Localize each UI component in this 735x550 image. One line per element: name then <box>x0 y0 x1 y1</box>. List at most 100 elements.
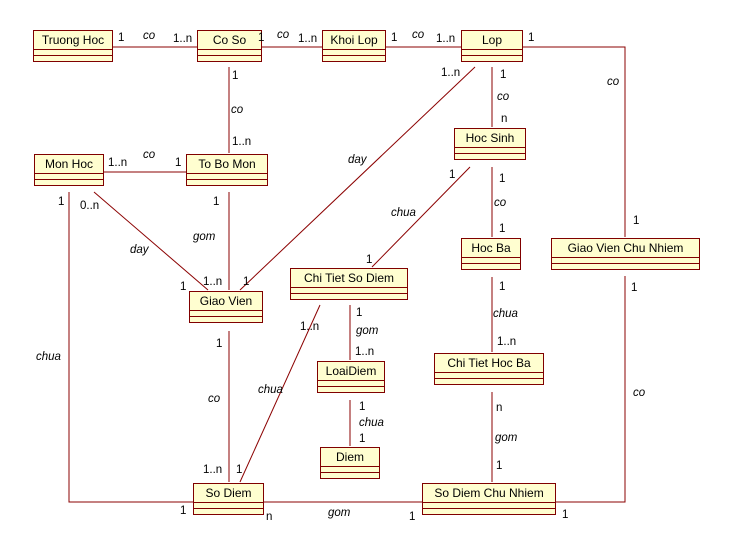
assoc-label: chua <box>493 308 518 320</box>
assoc-label: gom <box>356 325 379 337</box>
multiplicity: n <box>501 113 508 125</box>
multiplicity: 1 <box>236 464 243 476</box>
multiplicity: 1..n <box>203 464 223 476</box>
class-name: LoaiDiem <box>318 362 384 381</box>
multiplicity: 1..n <box>497 336 517 348</box>
assoc-label: co <box>607 76 620 88</box>
assoc-label: co <box>208 393 221 405</box>
multiplicity: 1 <box>258 32 265 44</box>
class-name: Giao Vien Chu Nhiem <box>552 239 699 258</box>
assoc-label: chua <box>391 207 416 219</box>
class-name: Diem <box>321 448 379 467</box>
multiplicity: 1 <box>359 401 366 413</box>
multiplicity: 1..n <box>355 346 375 358</box>
class-giao-vien[interactable]: Giao Vien <box>189 291 263 323</box>
class-chi-tiet-hoc-ba[interactable]: Chi Tiet Hoc Ba <box>434 353 544 385</box>
multiplicity: 1 <box>562 509 569 521</box>
class-giao-vien-chu-nhiem[interactable]: Giao Vien Chu Nhiem <box>551 238 700 270</box>
class-mon-hoc[interactable]: Mon Hoc <box>34 154 104 186</box>
multiplicity: 1 <box>366 254 373 266</box>
multiplicity: 1..n <box>232 136 252 148</box>
class-name: Mon Hoc <box>35 155 103 174</box>
class-name: Hoc Sinh <box>455 129 525 148</box>
multiplicity: 1..n <box>108 157 128 169</box>
multiplicity: 1 <box>449 169 456 181</box>
class-name: So Diem Chu Nhiem <box>423 484 555 503</box>
multiplicity: 1 <box>180 281 187 293</box>
assoc-lop-gvcn[interactable] <box>523 46 626 237</box>
multiplicity: 1 <box>180 505 187 517</box>
assoc-label: gom <box>193 231 216 243</box>
class-lop[interactable]: Lop <box>461 30 523 62</box>
class-name: So Diem <box>194 484 263 503</box>
multiplicity: 1 <box>58 196 65 208</box>
assoc-monhoc-sodiem[interactable] <box>68 192 193 503</box>
class-name: Co So <box>198 31 261 50</box>
assoc-label: chua <box>258 384 283 396</box>
multiplicity: 1..n <box>203 276 223 288</box>
assoc-monhoc-giaovien[interactable] <box>93 191 209 291</box>
class-hoc-sinh[interactable]: Hoc Sinh <box>454 128 526 160</box>
assoc-chitietsodiem-sodiem[interactable] <box>239 304 321 483</box>
class-truong-hoc[interactable]: Truong Hoc <box>33 30 113 62</box>
class-chi-tiet-so-diem[interactable]: Chi Tiet So Diem <box>290 268 408 300</box>
multiplicity: 1 <box>499 281 506 293</box>
multiplicity: 1 <box>175 157 182 169</box>
multiplicity: 1..n <box>298 33 318 45</box>
class-name: Khoi Lop <box>323 31 385 50</box>
class-diem[interactable]: Diem <box>320 447 380 479</box>
multiplicity: n <box>496 402 503 414</box>
assoc-label: co <box>143 30 156 42</box>
assoc-label: co <box>143 149 156 161</box>
assoc-label: day <box>348 154 367 166</box>
assoc-label: co <box>412 29 425 41</box>
multiplicity: n <box>266 511 273 523</box>
multiplicity: 1 <box>500 69 507 81</box>
multiplicity: 1 <box>391 32 398 44</box>
class-name: Lop <box>462 31 522 50</box>
multiplicity: 1 <box>216 338 223 350</box>
multiplicity: 1 <box>243 276 250 288</box>
class-to-bo-mon[interactable]: To Bo Mon <box>186 154 268 186</box>
class-so-diem-chu-nhiem[interactable]: So Diem Chu Nhiem <box>422 483 556 515</box>
multiplicity: 1 <box>213 196 220 208</box>
class-name: Truong Hoc <box>34 31 112 50</box>
class-name: Giao Vien <box>190 292 262 311</box>
multiplicity: 1 <box>631 282 638 294</box>
class-name: Chi Tiet Hoc Ba <box>435 354 543 373</box>
multiplicity: 1 <box>499 173 506 185</box>
multiplicity: 1..n <box>441 67 461 79</box>
class-so-diem[interactable]: So Diem <box>193 483 264 515</box>
multiplicity: 1..n <box>436 33 456 45</box>
multiplicity: 1 <box>232 70 239 82</box>
class-name: Hoc Ba <box>462 239 520 258</box>
class-khoi-lop[interactable]: Khoi Lop <box>322 30 386 62</box>
assoc-label: co <box>231 104 244 116</box>
assoc-label: co <box>633 387 646 399</box>
assoc-label: co <box>494 197 507 209</box>
multiplicity: 1 <box>409 511 416 523</box>
multiplicity: 0..n <box>80 200 100 212</box>
assoc-label: day <box>130 244 149 256</box>
multiplicity: 1 <box>496 460 503 472</box>
assoc-label: chua <box>359 417 384 429</box>
multiplicity: 1..n <box>173 33 193 45</box>
class-name: To Bo Mon <box>187 155 267 174</box>
multiplicity: 1 <box>528 32 535 44</box>
assoc-label: co <box>277 29 290 41</box>
multiplicity: 1 <box>499 223 506 235</box>
multiplicity: 1 <box>356 307 363 319</box>
assoc-label: gom <box>495 432 518 444</box>
assoc-label: co <box>497 91 510 103</box>
assoc-label: chua <box>36 351 61 363</box>
assoc-lop-giaovien[interactable] <box>239 66 476 291</box>
assoc-gvcn-sodiemchunhiem[interactable] <box>556 276 626 503</box>
class-co-so[interactable]: Co So <box>197 30 262 62</box>
assoc-label: gom <box>328 507 351 519</box>
class-hoc-ba[interactable]: Hoc Ba <box>461 238 521 270</box>
class-loai-diem[interactable]: LoaiDiem <box>317 361 385 393</box>
multiplicity: 1..n <box>300 321 320 333</box>
multiplicity: 1 <box>359 433 366 445</box>
assoc-hocsinh-chitietsodiem[interactable] <box>371 166 471 268</box>
